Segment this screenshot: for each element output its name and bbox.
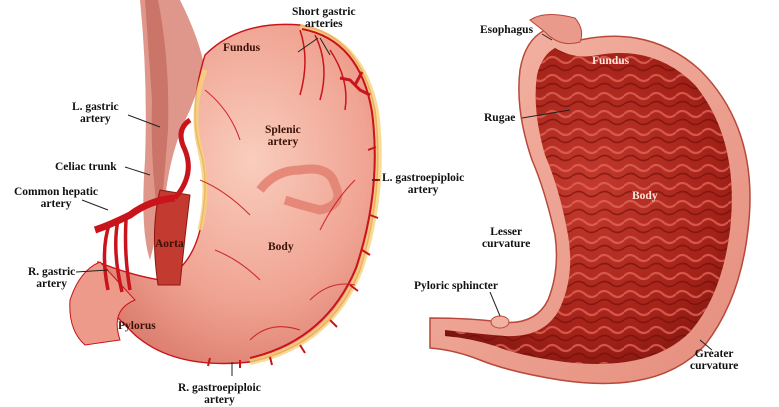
left-stomach-exterior xyxy=(69,0,382,368)
label-l-gastric-artery: L. gastric artery xyxy=(72,101,119,125)
label-body-exterior: Body xyxy=(268,241,294,253)
label-aorta: Aorta xyxy=(155,238,184,250)
label-common-hepatic-artery: Common hepatic artery xyxy=(14,186,99,210)
label-lesser-curvature: Lesser curvature xyxy=(482,226,531,250)
label-pylorus: Pylorus xyxy=(118,320,156,332)
label-l-gastroepiploic-artery: L. gastroepiploic artery xyxy=(382,172,465,196)
label-pyloric-sphincter: Pyloric sphincter xyxy=(414,280,498,292)
label-r-gastroepiploic-artery: R. gastroepiploic artery xyxy=(178,382,261,406)
label-splenic-artery: Splenic artery xyxy=(265,124,301,148)
label-esophagus: Esophagus xyxy=(480,24,534,36)
right-leader-lines xyxy=(489,33,713,351)
right-stomach-section xyxy=(429,14,751,385)
label-fundus-exterior: Fundus xyxy=(223,42,261,54)
label-body-interior: Body xyxy=(632,190,658,202)
label-greater-curvature: Greater curvature xyxy=(690,348,739,372)
label-celiac-trunk: Celiac trunk xyxy=(55,161,117,173)
label-r-gastric-artery: R. gastric artery xyxy=(28,266,76,290)
left-leader-lines xyxy=(75,37,378,376)
label-short-gastric-arteries: Short gastric arteries xyxy=(292,6,356,30)
label-rugae: Rugae xyxy=(484,112,516,124)
label-fundus-interior: Fundus xyxy=(592,55,630,67)
